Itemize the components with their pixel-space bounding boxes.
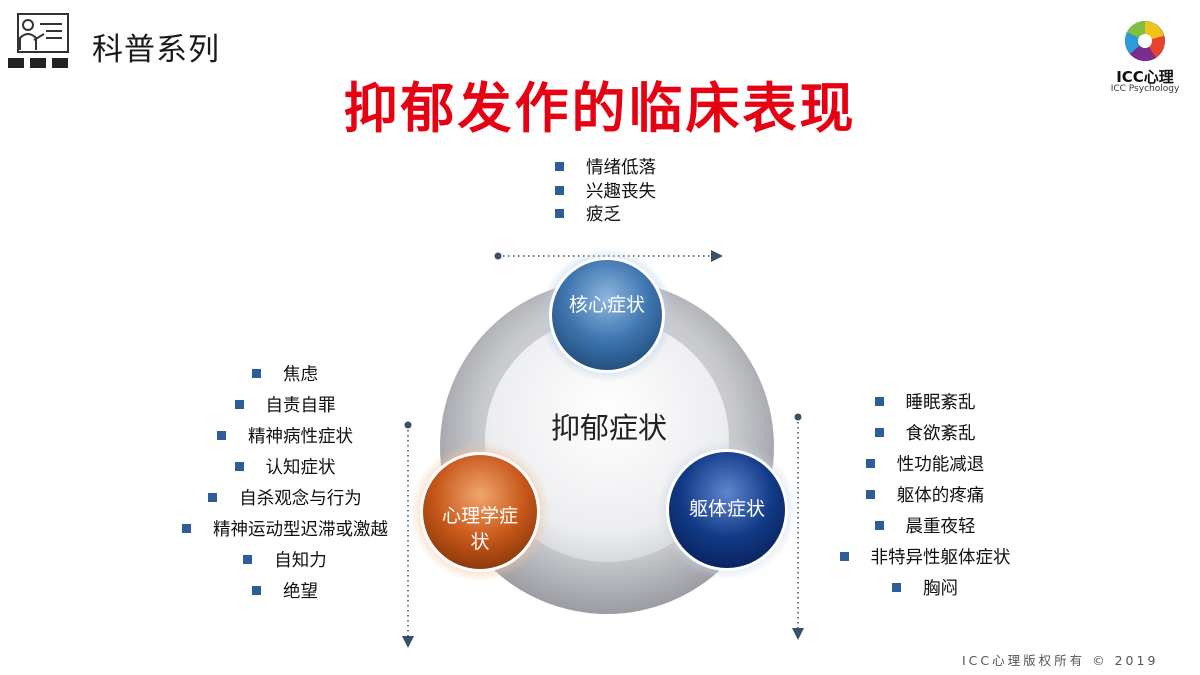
bullet-square-icon — [555, 209, 564, 218]
list-item: 兴趣丧失 — [555, 181, 656, 205]
psych-symptom-node: 心理学症 状 — [410, 442, 550, 582]
bullet-square-icon — [865, 459, 875, 468]
list-item: 精神病性症状 — [160, 422, 410, 453]
bullet-square-icon — [234, 400, 244, 409]
bullet-square-icon — [839, 552, 849, 561]
bullet-square-icon — [874, 428, 884, 437]
core-symptom-node: 核心症状 — [540, 248, 674, 382]
brand-subtitle: ICC Psychology — [1110, 84, 1180, 94]
body-connector — [792, 413, 804, 640]
bullet-square-icon — [874, 521, 884, 530]
bullet-square-icon — [874, 397, 884, 406]
list-item: 胸闷 — [800, 574, 1050, 605]
list-item: 自责自罪 — [160, 391, 410, 422]
list-item: 睡眠紊乱 — [800, 388, 1050, 419]
bullet-square-icon — [182, 524, 191, 533]
bullet-square-icon — [865, 490, 875, 499]
body-symptom-list: 睡眠紊乱 食欲紊乱 性功能减退 躯体的疼痛 晨重夜轻 非特异性躯体症状 胸闷 — [800, 388, 1050, 605]
psych-node-label-1: 心理学症 — [442, 505, 518, 527]
list-item: 精神运动型迟滞或激越 — [160, 515, 410, 546]
psych-symptom-list: 焦虑 自责自罪 精神病性症状 认知症状 自杀观念与行为 精神运动型迟滞或激越 自… — [160, 360, 410, 608]
psych-node-label-2: 状 — [470, 531, 489, 553]
list-item: 绝望 — [160, 577, 410, 608]
bullet-square-icon — [208, 493, 218, 502]
core-symptom-list: 情绪低落 兴趣丧失 疲乏 — [555, 157, 656, 228]
bullet-square-icon — [892, 583, 901, 592]
list-item: 性功能减退 — [800, 450, 1050, 481]
core-node-label: 核心症状 — [569, 294, 645, 316]
psych-connector — [402, 421, 414, 648]
icc-logo-icon — [1124, 20, 1165, 62]
bullet-square-icon — [217, 431, 226, 440]
list-item: 情绪低落 — [555, 157, 656, 181]
list-item: 食欲紊乱 — [800, 419, 1050, 450]
body-node-label: 躯体症状 — [689, 498, 765, 520]
bullet-square-icon — [252, 369, 261, 378]
page-title: 抑郁发作的临床表现 — [343, 77, 857, 140]
brand-name: ICC心理 — [1116, 68, 1174, 86]
bullet-square-icon — [555, 185, 564, 195]
list-item: 晨重夜轻 — [800, 512, 1050, 543]
lecture-presenter-icon — [8, 13, 69, 68]
bullet-square-icon — [234, 462, 244, 471]
bullet-square-icon — [252, 586, 261, 595]
list-item: 认知症状 — [160, 453, 410, 484]
list-item: 焦虑 — [160, 360, 410, 391]
center-label: 抑郁症状 — [551, 411, 667, 445]
bullet-square-icon — [555, 162, 564, 171]
list-item: 疲乏 — [555, 204, 656, 228]
body-symptom-node: 躯体症状 — [657, 440, 797, 580]
list-item: 非特异性躯体症状 — [800, 543, 1050, 574]
copyright-notice: ICC心理版权所有 © 2019 — [962, 653, 1159, 668]
list-item: 自知力 — [160, 546, 410, 577]
list-item: 躯体的疼痛 — [800, 481, 1050, 512]
list-item: 自杀观念与行为 — [160, 484, 410, 515]
bullet-square-icon — [243, 555, 253, 564]
series-title: 科普系列 — [92, 32, 220, 68]
